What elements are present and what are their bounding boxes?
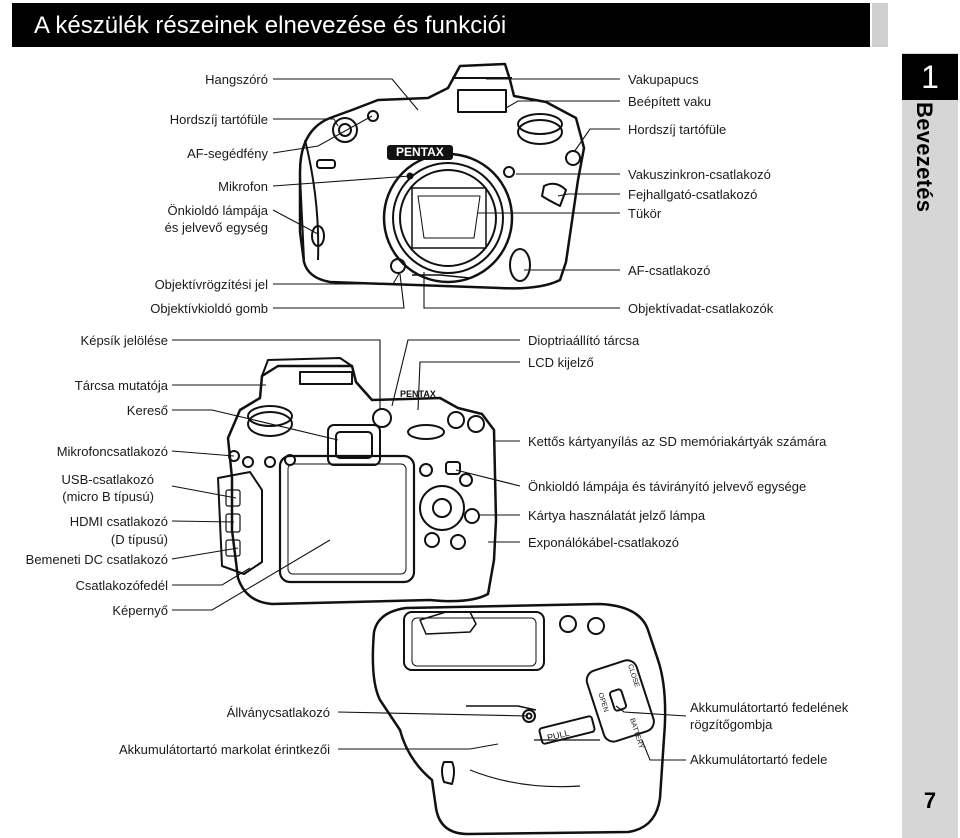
label-hot-shoe: Vakupapucs (628, 72, 699, 87)
label-usb-terminal-type: (micro B típusú) (62, 489, 154, 504)
label-viewfinder: Kereső (126, 403, 168, 418)
camera-back-drawing (217, 357, 498, 606)
label-focal-plane-mark: Képsík jelölése (80, 333, 168, 348)
label-card-access-lamp: Kártya használatát jelző lámpa (528, 508, 706, 523)
label-battery-grip-contacts: Akkumulátortartó markolat érintkezői (119, 742, 330, 757)
front-brand-text: PENTAX (396, 145, 444, 159)
camera-front-drawing (298, 62, 586, 290)
back-brand-text: PENTAX (400, 389, 436, 399)
label-dc-input: Bemeneti DC csatlakozó (25, 552, 168, 567)
label-battery-cover-lock: Akkumulátortartó fedelének (690, 700, 849, 715)
label-tripod-socket: Állványcsatlakozó (226, 705, 330, 720)
label-lcd-panel: LCD kijelző (528, 355, 594, 370)
label-mirror: Tükör (628, 206, 662, 221)
label-af-assist-light: AF-segédfény (187, 146, 268, 161)
label-strap-lug-right: Hordszíj tartófüle (628, 122, 727, 137)
close-text: CLOSE (626, 664, 640, 689)
chapter-number: 1 (902, 54, 958, 100)
label-lens-release-button: Objektívkioldó gomb (150, 301, 268, 316)
label-mic-terminal: Mikrofoncsatlakozó (56, 444, 168, 459)
open-text: OPEN (596, 692, 609, 713)
label-strap-lug-left: Hordszíj tartófüle (169, 112, 268, 127)
label-dual-sd-slots: Kettős kártyanyílás az SD memóriakártyák… (528, 434, 827, 449)
label-self-timer-lamp: Önkioldó lámpája (167, 203, 268, 218)
label-usb-terminal: USB-csatlakozó (61, 472, 154, 487)
label-af-coupler: AF-csatlakozó (628, 263, 711, 278)
label-cable-switch-terminal: Exponálókábel-csatlakozó (528, 535, 680, 550)
label-headphone-jack: Fejhallgató-csatlakozó (628, 187, 758, 202)
label-battery-cover: Akkumulátortartó fedele (690, 752, 828, 767)
camera-bottom-drawing (371, 602, 667, 836)
page-number: 7 (923, 788, 937, 813)
label-terminal-cover: Csatlakozófedél (75, 578, 169, 593)
label-speaker: Hangszóró (205, 72, 268, 87)
header-accent (872, 3, 888, 47)
chapter-side-tab (902, 53, 958, 838)
page-title: A készülék részeinek elnevezése és funkc… (34, 12, 507, 39)
label-built-in-flash: Beépített vaku (628, 94, 712, 109)
label-self-timer-lamp-2: és jelvevő egység (164, 220, 268, 235)
label-dial-indicator: Tárcsa mutatója (74, 378, 168, 393)
chapter-name: Bevezetés (912, 102, 937, 213)
label-hdmi-terminal-type: (D típusú) (110, 532, 168, 547)
label-lens-contacts: Objektívadat-csatlakozók (628, 301, 774, 316)
label-lens-mount-index: Objektívrögzítési jel (154, 277, 268, 292)
label-diopter-dial: Dioptriaállító tárcsa (528, 333, 640, 348)
label-microphone: Mikrofon (218, 179, 268, 194)
label-battery-cover-lock-2: rögzítőgombja (690, 717, 773, 732)
label-hdmi-terminal: HDMI csatlakozó (69, 514, 168, 529)
label-monitor: Képernyő (112, 603, 168, 618)
label-remote-receiver: Önkioldó lámpája és távirányító jelvevő … (528, 479, 807, 494)
chapter-header: A készülék részeinek elnevezése és funkc… (12, 3, 870, 47)
label-sync-terminal: Vakuszinkron-csatlakozó (628, 167, 771, 182)
leader-lines (171, 78, 687, 761)
